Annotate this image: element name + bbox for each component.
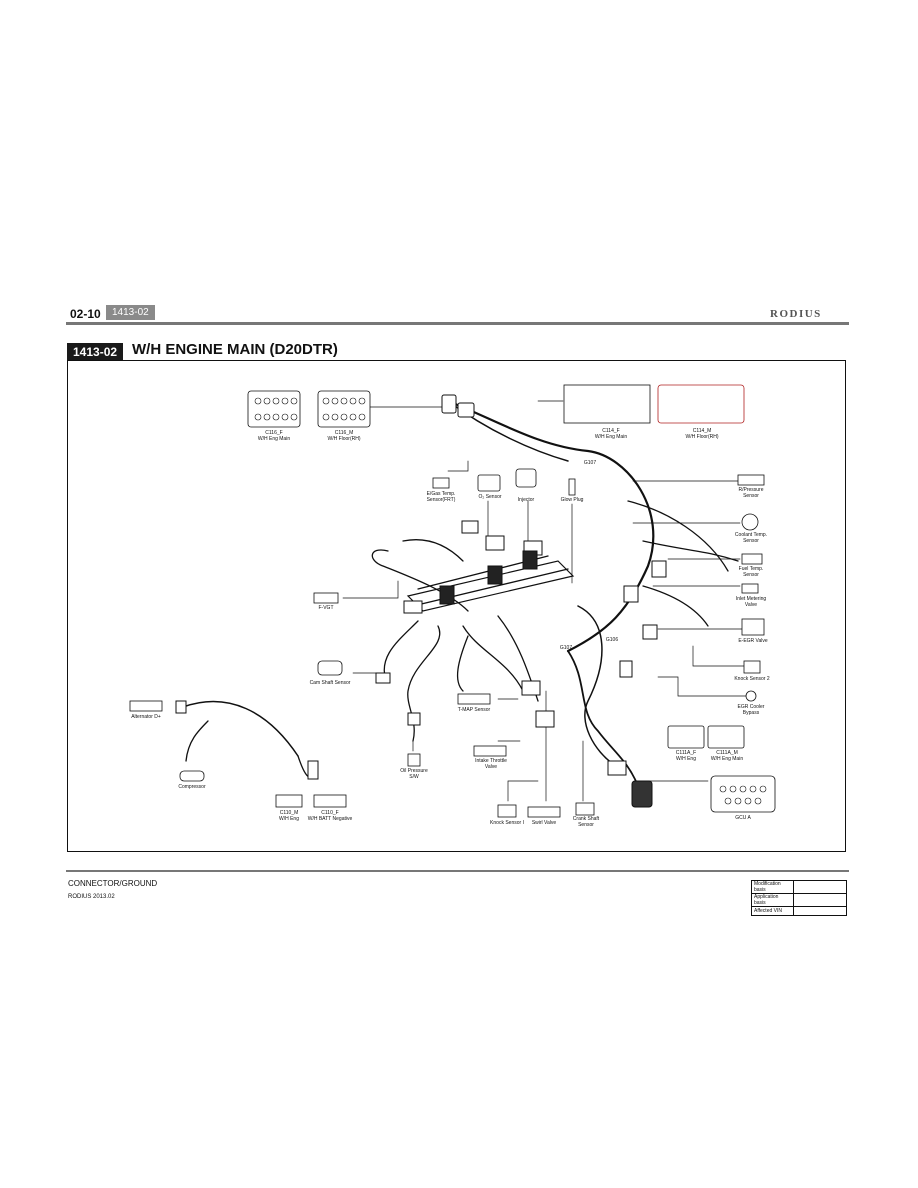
wiring-harness-drawing <box>129 384 776 818</box>
label-imv: Inlet Metering Valve <box>735 596 767 608</box>
table-cell: Affected VIN <box>751 906 794 916</box>
label-knock2: Knock Sensor 2 <box>734 676 770 682</box>
label-g106: G106 <box>605 637 619 643</box>
label-g107-lower: G107 <box>559 645 573 651</box>
label-crank: Crank Shaft Sensor <box>572 816 600 828</box>
title-code-badge: 1413-02 <box>67 343 124 361</box>
label-compressor: Compressor <box>178 784 206 790</box>
label-c116f: C116_F W/H Eng Main <box>257 430 291 442</box>
label-ertemp: E/Gas Temp. Sensor(FRT) <box>426 491 456 503</box>
label-egrbypass: EGR Cooler Bypass <box>737 704 765 716</box>
label-c110f: C110_F W/H BATT Negative <box>307 810 353 822</box>
table-row: Affected VIN <box>751 906 847 916</box>
label-c110m: C110_M W/H Eng <box>278 810 299 822</box>
footer-divider <box>66 870 849 872</box>
label-c111af: C111A_F W/H Eng <box>675 750 697 762</box>
footer-title: CONNECTOR/GROUND <box>68 879 158 888</box>
table-cell-empty <box>793 893 847 907</box>
label-oilpress: Oil Pressure S/W <box>400 768 428 780</box>
page-title: W/H ENGINE MAIN (D20DTR) <box>132 341 338 358</box>
label-fvgt: F-VGT <box>318 605 334 611</box>
label-g107-upper: G107 <box>583 460 597 466</box>
header-divider <box>66 322 849 325</box>
label-c116m: C116_M W/H Floor(RH) <box>327 430 361 442</box>
label-knock1: Knock Sensor I <box>490 820 524 826</box>
page-number: 02-10 <box>70 307 101 321</box>
table-row: Modification basis <box>751 880 847 894</box>
label-glow: Glow Plug <box>560 497 584 503</box>
label-fueltemp: Fuel Temp. Sensor <box>738 566 764 578</box>
label-injector: Injector <box>517 497 535 503</box>
table-cell-empty <box>793 906 847 916</box>
label-alternator: Alternator D+ <box>131 714 161 720</box>
label-gcu: GCU A <box>735 815 751 821</box>
label-eegr: E-EGR Valve <box>738 638 768 644</box>
modification-table: Modification basis Application basis Aff… <box>751 880 847 916</box>
label-cam: Cam Shaft Sensor <box>309 680 351 686</box>
label-c111am: C111A_M W/H Eng Main <box>710 750 744 762</box>
brand-logo: RODIUS <box>770 308 822 320</box>
footer-subtitle: RODIUS 2013.02 <box>68 894 115 900</box>
label-c114f: C114_F W/H Eng Main <box>594 428 628 440</box>
label-coolant: Coolant Temp. Sensor <box>734 532 768 544</box>
section-code-badge: 1413-02 <box>106 305 155 320</box>
label-o2: O₂ Sensor <box>478 494 502 500</box>
label-swirl: Swirl Valve <box>531 820 557 826</box>
label-throttle: Intake Throttle Valve <box>475 758 507 770</box>
table-cell: Application basis <box>751 893 794 907</box>
label-c114m: C114_M W/H Floor(RH) <box>685 428 719 440</box>
label-rpressure: R/Pressure Sensor <box>738 487 764 499</box>
title-code: 1413-02 <box>73 345 118 359</box>
table-cell: Modification basis <box>751 880 794 894</box>
table-row: Application basis <box>751 893 847 907</box>
table-cell-empty <box>793 880 847 894</box>
label-tmap: T-MAP Sensor <box>457 707 491 713</box>
wiring-diagram-frame: C116_F W/H Eng Main C116_M W/H Floor(RH)… <box>67 360 846 852</box>
